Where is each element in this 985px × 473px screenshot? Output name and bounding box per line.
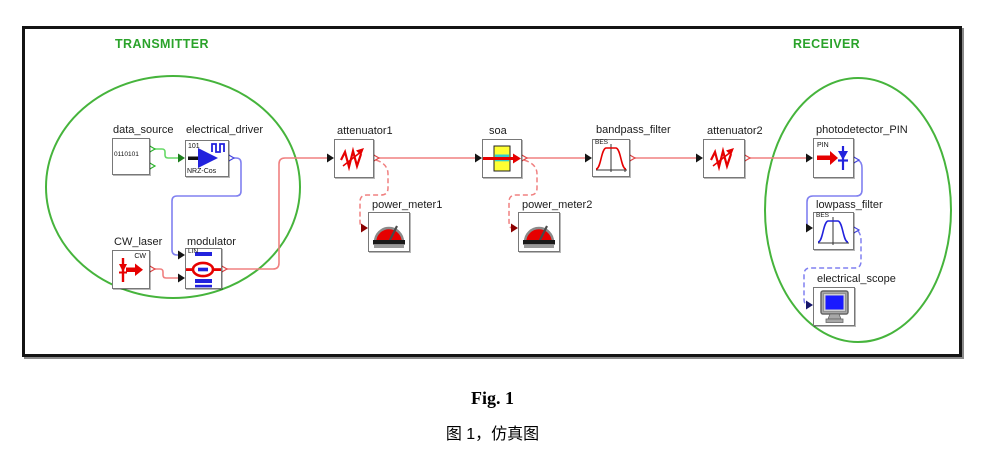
receiver-region-label: RECEIVER (793, 37, 861, 51)
block-attenuator2 (703, 139, 745, 178)
label-photodetector-pin: photodetector_PIN (816, 124, 908, 136)
label-electrical-scope: electrical_scope (817, 273, 896, 285)
cw-text: CW (134, 253, 146, 260)
label-electrical-driver: electrical_driver (186, 124, 264, 136)
caption-fig-number: Fig. 1 (471, 388, 514, 408)
transmitter-region-label: TRANSMITTER (115, 37, 209, 51)
block-attenuator1 (334, 139, 374, 178)
label-cw-laser: CW_laser (114, 236, 163, 248)
block-cw-laser: CW (112, 250, 150, 289)
modulator-lin-text: LIN (188, 248, 199, 255)
block-power-meter1 (368, 212, 410, 252)
caption-chinese: 图 1，仿真图 (445, 426, 540, 443)
block-photodetector-pin: PIN (813, 138, 854, 178)
pin-text: PIN (817, 142, 829, 149)
label-attenuator2: attenuator2 (707, 125, 763, 137)
label-soa: soa (489, 125, 507, 137)
label-power-meter2: power_meter2 (522, 199, 593, 211)
electrical-scope-icon (820, 290, 849, 323)
bandpass-filter-icon (595, 144, 627, 172)
data-source-bits-text: 0110101 (114, 151, 139, 158)
driver-bits-text: 101 (188, 143, 200, 150)
power-meter2-icon (523, 225, 555, 248)
label-bandpass-filter: bandpass_filter (596, 124, 671, 136)
electrical-driver-icon (188, 143, 225, 168)
soa-icon (483, 145, 521, 172)
lowpass-filter-icon (817, 217, 849, 245)
photodetector-pin-icon (817, 146, 848, 170)
label-modulator: modulator (187, 236, 236, 248)
block-electrical-scope (813, 287, 855, 326)
bandpass-bes-text: BES (595, 139, 609, 146)
modulator-icon (186, 252, 221, 288)
block-data-source: 0110101 (112, 138, 150, 175)
label-data-source: data_source (113, 124, 174, 136)
label-power-meter1: power_meter1 (372, 199, 443, 211)
attenuator1-icon (340, 146, 364, 172)
block-electrical-driver: 101 NRZ-Cos (185, 140, 229, 177)
block-lowpass-filter: BES (813, 212, 854, 250)
label-lowpass-filter: lowpass_filter (816, 199, 883, 211)
figure-caption: Fig. 1 图 1，仿真图 (0, 388, 985, 444)
lowpass-bes-text: BES (816, 212, 830, 219)
cw-laser-icon (119, 258, 143, 282)
block-bandpass-filter: BES (592, 139, 630, 177)
block-soa (482, 139, 522, 178)
power-meter1-icon (373, 225, 405, 248)
attenuator2-icon (710, 146, 734, 172)
block-power-meter2 (518, 212, 560, 252)
block-modulator: LIN (185, 248, 222, 289)
driver-code-text: NRZ-Cos (187, 168, 217, 175)
label-attenuator1: attenuator1 (337, 125, 393, 137)
